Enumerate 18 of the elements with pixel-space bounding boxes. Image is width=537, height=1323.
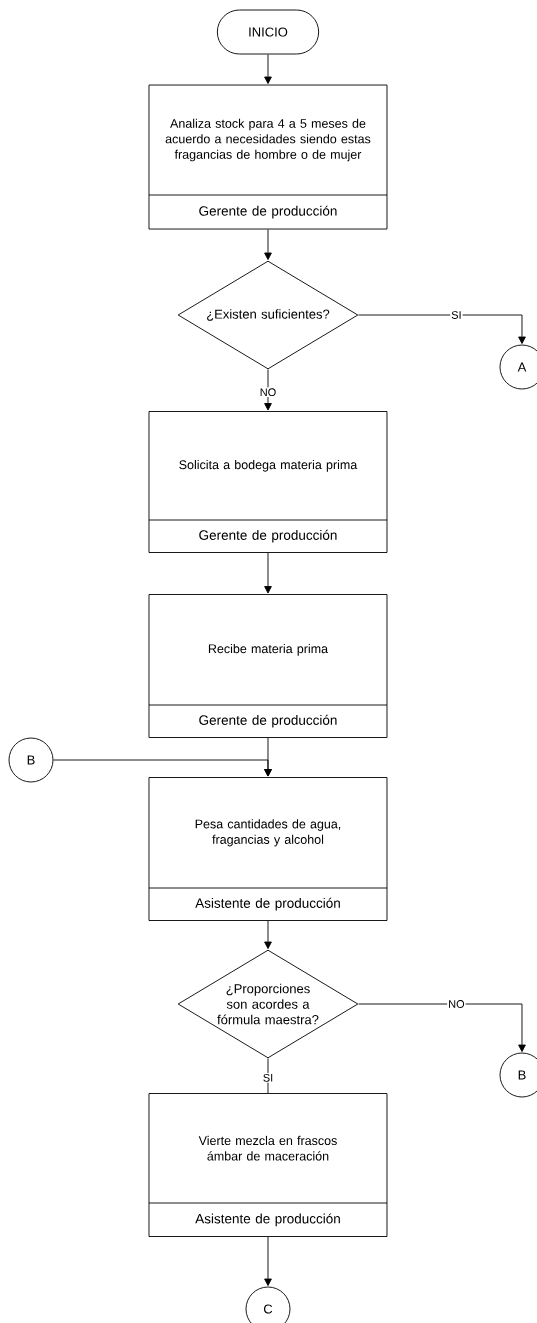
- process-box: Vierte mezcla en frascos ámbar de maceración Asistente de producción: [148, 1093, 388, 1237]
- arrow: [358, 314, 526, 344]
- process-box: Analiza stock para 4 a 5 meses de acuerdo a necesidades siendo estas fragancias de hombre o de mujer Gerente de producción: [148, 84, 388, 230]
- process-box: Solicita a bodega materia prima Gerente de producción: [148, 411, 388, 553]
- process-box: Pesa cantidades de agua, fragancias y alcohol Asistente de producción: [148, 777, 388, 921]
- arrow: [264, 1236, 272, 1286]
- arrow: [53, 759, 272, 777]
- arrow: [264, 552, 272, 594]
- edge-label: SI: [450, 310, 463, 320]
- edge-label: NO: [447, 999, 466, 1009]
- arrow: [264, 920, 272, 949]
- arrow: [264, 229, 272, 260]
- edge-label: SI: [261, 1072, 275, 1083]
- arrow: [358, 1003, 526, 1052]
- edge-label: NO: [258, 387, 278, 398]
- arrow: [264, 369, 272, 411]
- process-box: Recibe materia prima Gerente de producción: [148, 594, 388, 738]
- arrow: [264, 54, 272, 84]
